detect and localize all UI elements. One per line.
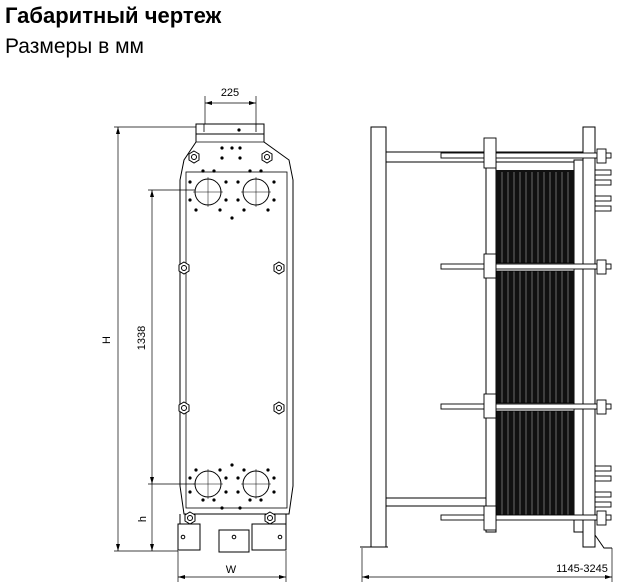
fixed-frame <box>370 126 387 548</box>
ports <box>193 177 271 499</box>
dim-top-width-label: 225 <box>221 87 239 99</box>
nozzles <box>594 169 612 508</box>
front-view <box>177 123 294 553</box>
top-bar-stub <box>195 123 265 135</box>
drawing-subtitle: Размеры в мм <box>5 35 144 58</box>
length-arrows <box>362 575 612 579</box>
dim-length-label: 1145-3245 <box>556 563 608 575</box>
dimension-arrows <box>116 101 286 579</box>
right-foot <box>251 523 287 551</box>
center-foot <box>218 529 250 553</box>
plate-pack <box>495 170 575 520</box>
end-plate <box>573 159 584 533</box>
pressure-plate <box>485 159 497 533</box>
stud-holes <box>188 128 276 510</box>
support-column <box>582 126 596 548</box>
dim-width-label: W <box>226 564 237 576</box>
bolt-icon <box>188 150 200 164</box>
bolt-icon <box>261 150 273 164</box>
length-dimension <box>361 548 613 582</box>
tightening-bolts <box>440 137 612 531</box>
dimension-lines <box>114 96 287 582</box>
dim-port-offset-label: h <box>137 516 149 522</box>
dim-port-distance-label: 1338 <box>136 326 148 350</box>
bolt-icon <box>178 261 190 275</box>
side-view <box>360 126 612 549</box>
dim-height-label: H <box>101 336 113 344</box>
drawing-title: Габаритный чертеж <box>5 3 222 28</box>
bolt-icon <box>264 511 276 525</box>
bolt-icon <box>178 401 190 415</box>
bolt-icon <box>273 261 285 275</box>
plate-body <box>185 171 288 509</box>
front-bolts <box>178 150 285 525</box>
bolt-icon <box>184 511 196 525</box>
bolt-icon <box>273 401 285 415</box>
frame-plate-outline <box>179 134 294 515</box>
left-foot <box>177 523 201 551</box>
